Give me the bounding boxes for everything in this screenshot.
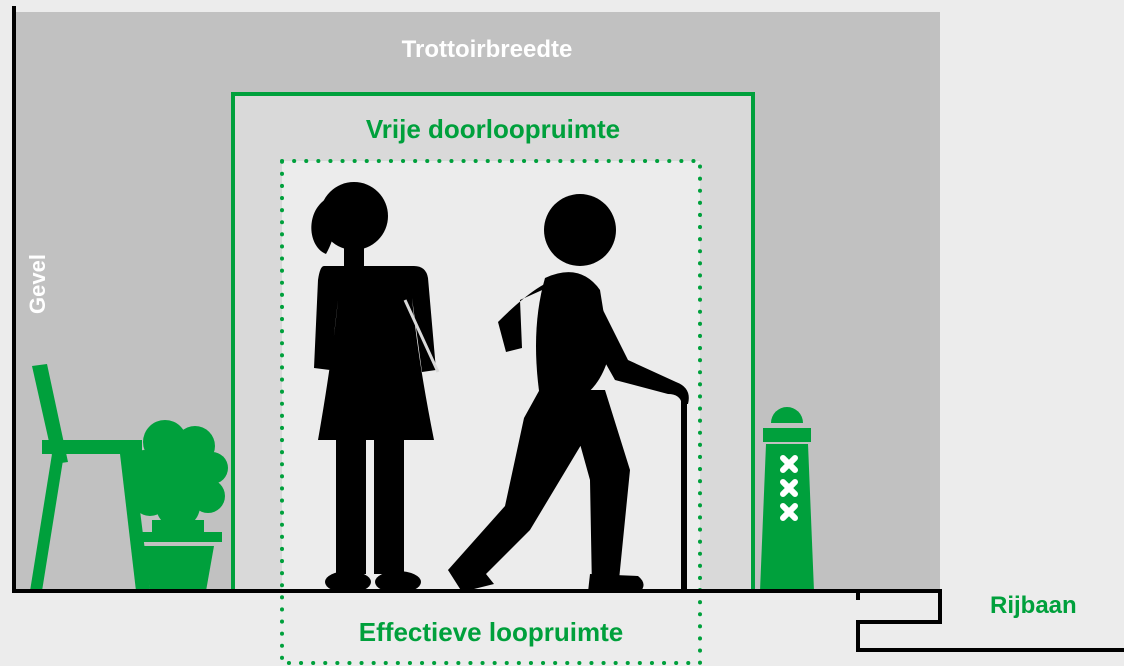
- effective-walking-space-label: Effectieve loopruimte: [358, 617, 624, 647]
- roadway-label: Rijbaan: [990, 592, 1077, 619]
- woman-arm-outline: [403, 299, 440, 373]
- amsterdammertje-bollard-icon: [760, 407, 814, 591]
- ground-curb-line: [12, 589, 1124, 652]
- potted-plant-icon: [126, 420, 228, 591]
- facade-label: Gevel: [25, 254, 50, 314]
- sidewalk-width-label: Trottoirbreedte: [401, 36, 573, 63]
- free-walkway-label: Vrije doorloopruimte: [365, 114, 621, 144]
- woman-figure-icon: [311, 182, 436, 593]
- elderly-man-with-cane-icon: [448, 194, 689, 592]
